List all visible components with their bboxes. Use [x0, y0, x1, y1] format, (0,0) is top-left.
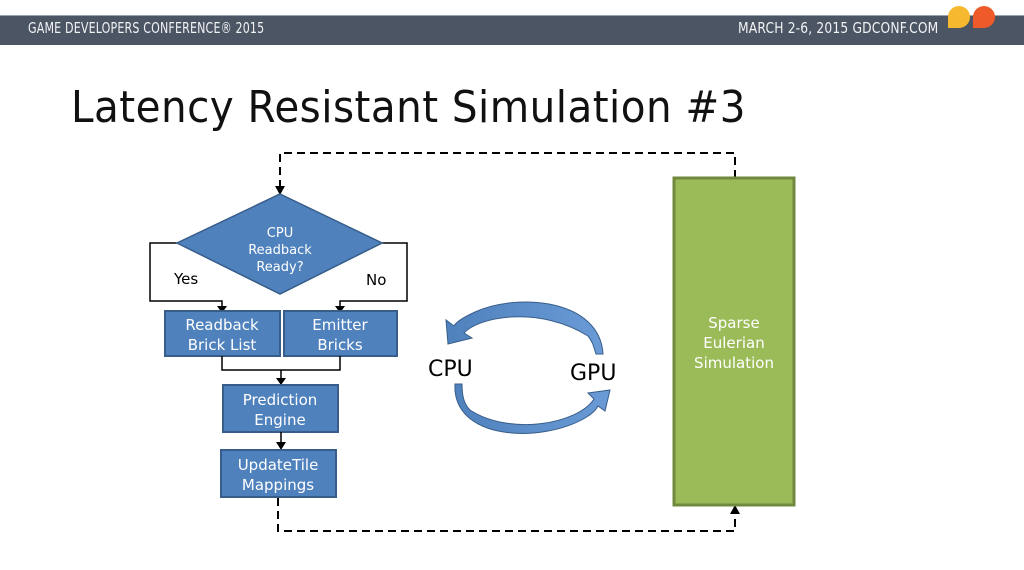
decision-label-line3: Ready? [256, 260, 303, 275]
arrowhead-into-decision [275, 186, 285, 195]
cpu-label: CPU [428, 357, 473, 382]
readback-brick-list-box [164, 310, 281, 357]
yes-arrowhead [217, 306, 227, 313]
no-label: No [366, 271, 386, 289]
conference-dates-site: MARCH 2-6, 2015 GDCONF.COM [738, 19, 939, 37]
merge-line [221, 356, 341, 380]
prediction-engine-box [222, 384, 339, 433]
yes-branch-line [149, 242, 223, 308]
cycle-arrow-bottom-icon [454, 383, 611, 434]
logo-yellow-drop [948, 6, 970, 28]
arrowhead-into-simulation [730, 505, 740, 514]
decision-label-line2: Readback [248, 243, 312, 258]
emitter-label-line2: Bricks [317, 336, 363, 354]
readback-label-line2: Brick List [188, 336, 257, 354]
no-branch-line [339, 242, 408, 308]
conference-name: GAME DEVELOPERS CONFERENCE® 2015 [28, 19, 265, 37]
merge-arrowhead [276, 378, 286, 385]
prediction-arrowhead [276, 442, 286, 450]
update-label-line1: UpdateTile [238, 456, 319, 474]
slide-title: Latency Resistant Simulation #3 [71, 82, 747, 133]
emitter-label-line1: Emitter [312, 316, 368, 334]
logo-orange-drop [973, 6, 995, 28]
prediction-label-line1: Prediction [243, 391, 318, 409]
cycle-arrow-top-icon [445, 301, 604, 355]
gpu-label: GPU [570, 361, 616, 386]
no-arrowhead [335, 306, 345, 313]
header-bar [0, 15, 1024, 45]
feedback-dashed-top [279, 152, 736, 190]
decision-diamond [175, 193, 384, 295]
simulation-label-line2: Eulerian [703, 334, 764, 352]
simulation-label-line3: Simulation [694, 354, 774, 372]
prediction-label-line2: Engine [254, 411, 305, 429]
update-label-line2: Mappings [242, 476, 314, 494]
sparse-eulerian-simulation-box [672, 176, 796, 507]
feedback-dashed-bottom [277, 498, 736, 532]
yes-label: Yes [173, 270, 198, 288]
simulation-label-line1: Sparse [708, 314, 759, 332]
update-tile-mappings-box [220, 449, 337, 498]
gdc-logo-icon [948, 6, 995, 28]
readback-label-line1: Readback [185, 316, 259, 334]
decision-label-line1: CPU [267, 226, 293, 241]
